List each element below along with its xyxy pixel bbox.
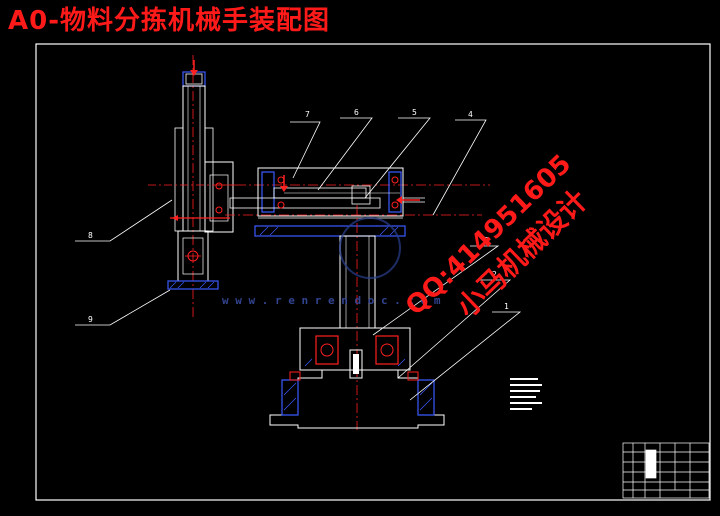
callout-2: 2 (492, 270, 497, 279)
callout-6: 6 (354, 108, 359, 117)
horizontal-arm-assembly (218, 167, 490, 237)
callout-9: 9 (88, 315, 93, 324)
watermark-url: w w w . r e n r e n d o c . c o m (222, 294, 441, 307)
callout-1: 1 (504, 302, 509, 311)
callout-5: 5 (412, 108, 417, 117)
callout-3: 3 (484, 236, 489, 245)
drawing-frame (35, 43, 711, 501)
vertical-column-assembly (148, 55, 238, 320)
callout-8: 8 (88, 231, 93, 240)
rotary-base-assembly (269, 205, 445, 430)
leader-lines (75, 117, 522, 401)
drawing-title: A0-物料分拣机械手装配图 (8, 6, 331, 36)
technical-notes (510, 378, 542, 410)
callout-7: 7 (305, 110, 310, 119)
title-block (622, 442, 710, 499)
callout-4: 4 (468, 110, 473, 119)
watermark-logo-ring (339, 217, 401, 279)
